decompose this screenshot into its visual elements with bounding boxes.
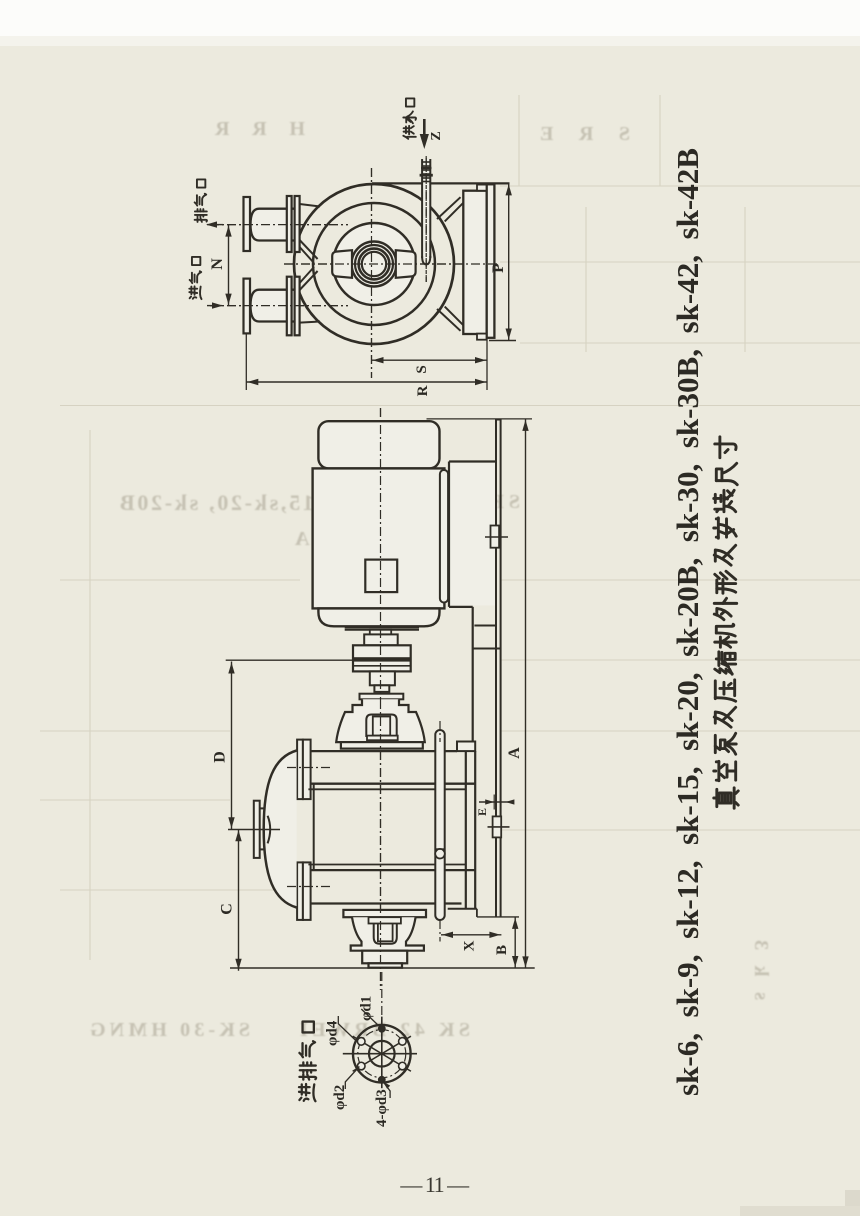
svg-text:φd1: φd1 [359,996,375,1021]
svg-text:S: S [414,365,430,373]
svg-text:B: B [494,945,510,955]
svg-text:φd4: φd4 [325,1020,341,1046]
svg-text:— 11 —: — 11 — [399,1172,470,1197]
svg-text:A: A [506,747,523,759]
svg-text:HRR: HRR [214,118,305,140]
svg-text:Z: Z [429,131,444,140]
svg-text:C: C [219,903,236,915]
svg-text:sk-6, sk-9, sk-12, sk-15,: sk-6, sk-9, sk-12, sk-15, sk-20, sk-20B,… [670,148,705,1096]
svg-text:X: X [462,940,478,951]
svg-text:R: R [415,385,431,396]
svg-text:φd2: φd2 [332,1085,348,1110]
svg-text:N: N [209,258,226,270]
svg-text:P: P [490,263,507,273]
svg-text:D: D [212,751,229,763]
svg-text:4-φd3: 4-φd3 [374,1089,390,1127]
svg-text:E: E [475,808,489,816]
